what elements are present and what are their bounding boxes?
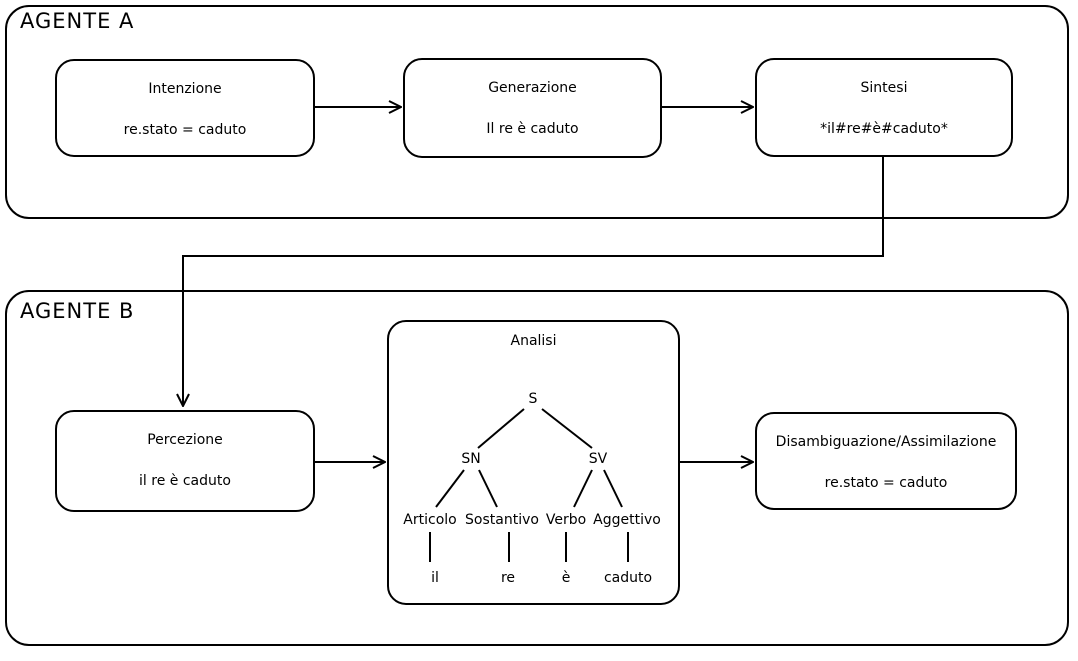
disambiguazione-content: re.stato = caduto [824,475,948,491]
generazione-box: Generazione Il re è caduto [403,58,662,158]
analisi-title: Analisi [510,333,557,349]
tree-node-sostantivo: Sostantivo [465,512,539,528]
generazione-title: Generazione [488,80,577,96]
intenzione-content: re.stato = caduto [123,122,247,138]
tree-node-s: S [528,391,538,407]
sintesi-title: Sintesi [860,80,908,96]
agent-b-label: AGENTE B [20,299,135,323]
sintesi-content: *il#re#è#caduto* [820,121,948,137]
tree-leaf-re: re [500,570,516,586]
sintesi-box: Sintesi *il#re#è#caduto* [755,58,1013,157]
disambiguazione-title: Disambiguazione/Assimilazione [775,434,997,450]
percezione-content: il re è caduto [139,473,231,489]
tree-leaf-il: il [431,570,439,586]
generazione-content: Il re è caduto [486,121,579,137]
intenzione-title: Intenzione [148,81,222,97]
tree-node-sv: SV [588,451,608,467]
analisi-box: Analisi [387,320,680,605]
agent-a-label: AGENTE A [20,9,135,33]
percezione-title: Percezione [147,432,223,448]
tree-node-aggettivo: Aggettivo [593,512,661,528]
disambiguazione-box: Disambiguazione/Assimilazione re.stato =… [755,412,1017,510]
tree-node-sn: SN [461,451,481,467]
percezione-box: Percezione il re è caduto [55,410,315,512]
tree-leaf-e: è [561,570,571,586]
tree-node-articolo: Articolo [403,512,457,528]
tree-node-verbo: Verbo [545,512,587,528]
intenzione-box: Intenzione re.stato = caduto [55,59,315,157]
tree-leaf-caduto: caduto [603,570,653,586]
